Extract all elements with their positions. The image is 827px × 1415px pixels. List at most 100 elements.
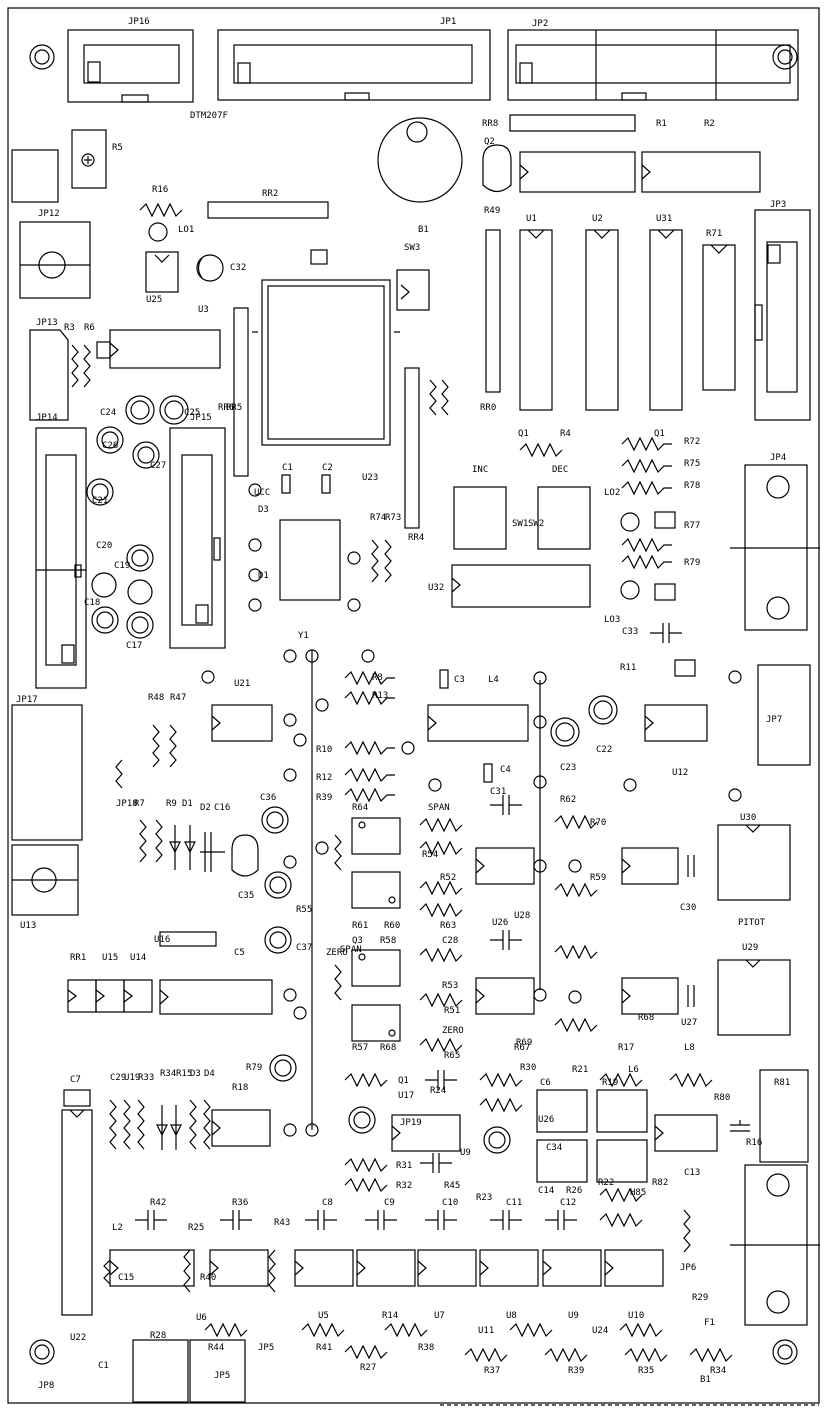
component-label: R51 <box>444 1006 460 1016</box>
ic-l4 <box>427 704 529 742</box>
cap-row <box>135 623 750 1230</box>
component-label: R43 <box>274 1218 290 1228</box>
led-lo3 <box>620 580 640 600</box>
component-label: R57 <box>352 1043 368 1053</box>
component-label: C22 <box>596 745 612 755</box>
mounting-hole <box>772 44 798 70</box>
component-label: JP18 <box>116 799 138 809</box>
ic-u26 <box>391 1114 461 1152</box>
component-label: SW2 <box>528 519 544 529</box>
ic-rr6 <box>96 329 221 369</box>
trimmer-span-1 <box>351 817 401 855</box>
component-label: R21 <box>572 1065 588 1075</box>
component-label: U25 <box>146 295 162 305</box>
cap-c36 <box>261 806 289 834</box>
component-label: D4 <box>204 1069 215 1079</box>
component-label: JP4 <box>770 453 786 463</box>
component-label: R2 <box>704 119 715 129</box>
component-label: R8 <box>372 673 383 683</box>
component-label: U16 <box>154 935 170 945</box>
component-label: U27 <box>681 1018 697 1028</box>
component-label: R65 <box>444 1051 460 1061</box>
cap-c4 <box>483 763 493 783</box>
component-label: RR6 <box>218 403 234 413</box>
component-label: C6 <box>540 1078 551 1088</box>
component-label: D1 <box>258 571 269 581</box>
component-label: U22 <box>70 1333 86 1343</box>
component-label: R68 <box>380 1043 396 1053</box>
trimmer-zero-2 <box>351 1004 401 1042</box>
component-label: D3 <box>190 1069 201 1079</box>
component-label: U12 <box>672 768 688 778</box>
connector-jp18 <box>11 844 79 916</box>
component-label: R74 <box>370 513 386 523</box>
connector-jp14 <box>35 427 87 689</box>
component-label: U11 <box>478 1326 494 1336</box>
ic-r2 <box>641 151 761 193</box>
component-label: JP16 <box>128 17 150 27</box>
cap-c21 <box>86 478 114 506</box>
ic-u10 <box>479 1249 539 1287</box>
component-label: LO1 <box>178 225 194 235</box>
component-label: R25 <box>188 1223 204 1233</box>
component-label: C28 <box>442 936 458 946</box>
ic-u27 <box>475 977 535 1015</box>
connector-jp17 <box>11 704 83 841</box>
component-label: R79 <box>684 558 700 568</box>
connector-jp19 <box>759 1069 809 1163</box>
component-label: R37 <box>484 1366 500 1376</box>
component-label: SPAN <box>340 945 362 955</box>
component-label: C14 <box>538 1186 554 1196</box>
component-label: B1 <box>418 225 429 235</box>
ic-u9-right <box>654 1114 718 1152</box>
cap-c17 <box>126 611 154 639</box>
component-label: R1 <box>656 119 667 129</box>
component-label: R17 <box>618 1043 634 1053</box>
component-label: R72 <box>684 437 700 447</box>
mounting-hole <box>29 1339 55 1365</box>
component-label: R63 <box>440 921 456 931</box>
component-label: R67 <box>514 1043 530 1053</box>
component-label: JP17 <box>16 695 38 705</box>
board-outline <box>7 7 820 1404</box>
component-label: R62 <box>560 795 576 805</box>
component-label: U1 <box>526 214 537 224</box>
ic-u8 <box>356 1249 416 1287</box>
ic-u2 <box>585 229 619 411</box>
ic-u5 <box>209 1249 269 1287</box>
component-label: C27 <box>150 461 166 471</box>
component-label: D2 <box>200 803 211 813</box>
component-label: C32 <box>230 263 246 273</box>
component-label: C2 <box>322 463 333 473</box>
component-label: R35 <box>638 1366 654 1376</box>
component-label: R60 <box>384 921 400 931</box>
component-label: SW1 <box>512 519 528 529</box>
component-label: JP12 <box>38 209 60 219</box>
ic-u22 <box>211 1109 271 1147</box>
component-label: JP1 <box>440 17 456 27</box>
component-label: DTM207F <box>190 111 228 121</box>
component-label: R34 <box>710 1366 726 1376</box>
component-label: R28 <box>150 1331 166 1341</box>
component-label: U21 <box>234 679 250 689</box>
component-label: U9 <box>460 1148 471 1158</box>
cap-c26 <box>96 426 124 454</box>
cap-c30 <box>687 855 695 877</box>
component-label: U15 <box>102 953 118 963</box>
component-label: R80 <box>714 1093 730 1103</box>
component-label: SW3 <box>404 243 420 253</box>
ic-u23 <box>252 249 400 446</box>
component-label: R18 <box>232 1083 248 1093</box>
component-label: C29 <box>110 1073 126 1083</box>
component-label: L6 <box>628 1065 639 1075</box>
ic-u29 <box>621 977 679 1015</box>
component-label: JP5 <box>214 1371 230 1381</box>
component-label: R30 <box>520 1063 536 1073</box>
component-label: R24 <box>430 1086 446 1096</box>
component-label: ZERO <box>326 948 348 958</box>
cap-c25 <box>159 395 189 425</box>
ic-u32 <box>451 564 591 608</box>
component-label: JP2 <box>532 19 548 29</box>
component-label: R78 <box>684 481 700 491</box>
resistor-r7-r9 <box>139 819 163 863</box>
